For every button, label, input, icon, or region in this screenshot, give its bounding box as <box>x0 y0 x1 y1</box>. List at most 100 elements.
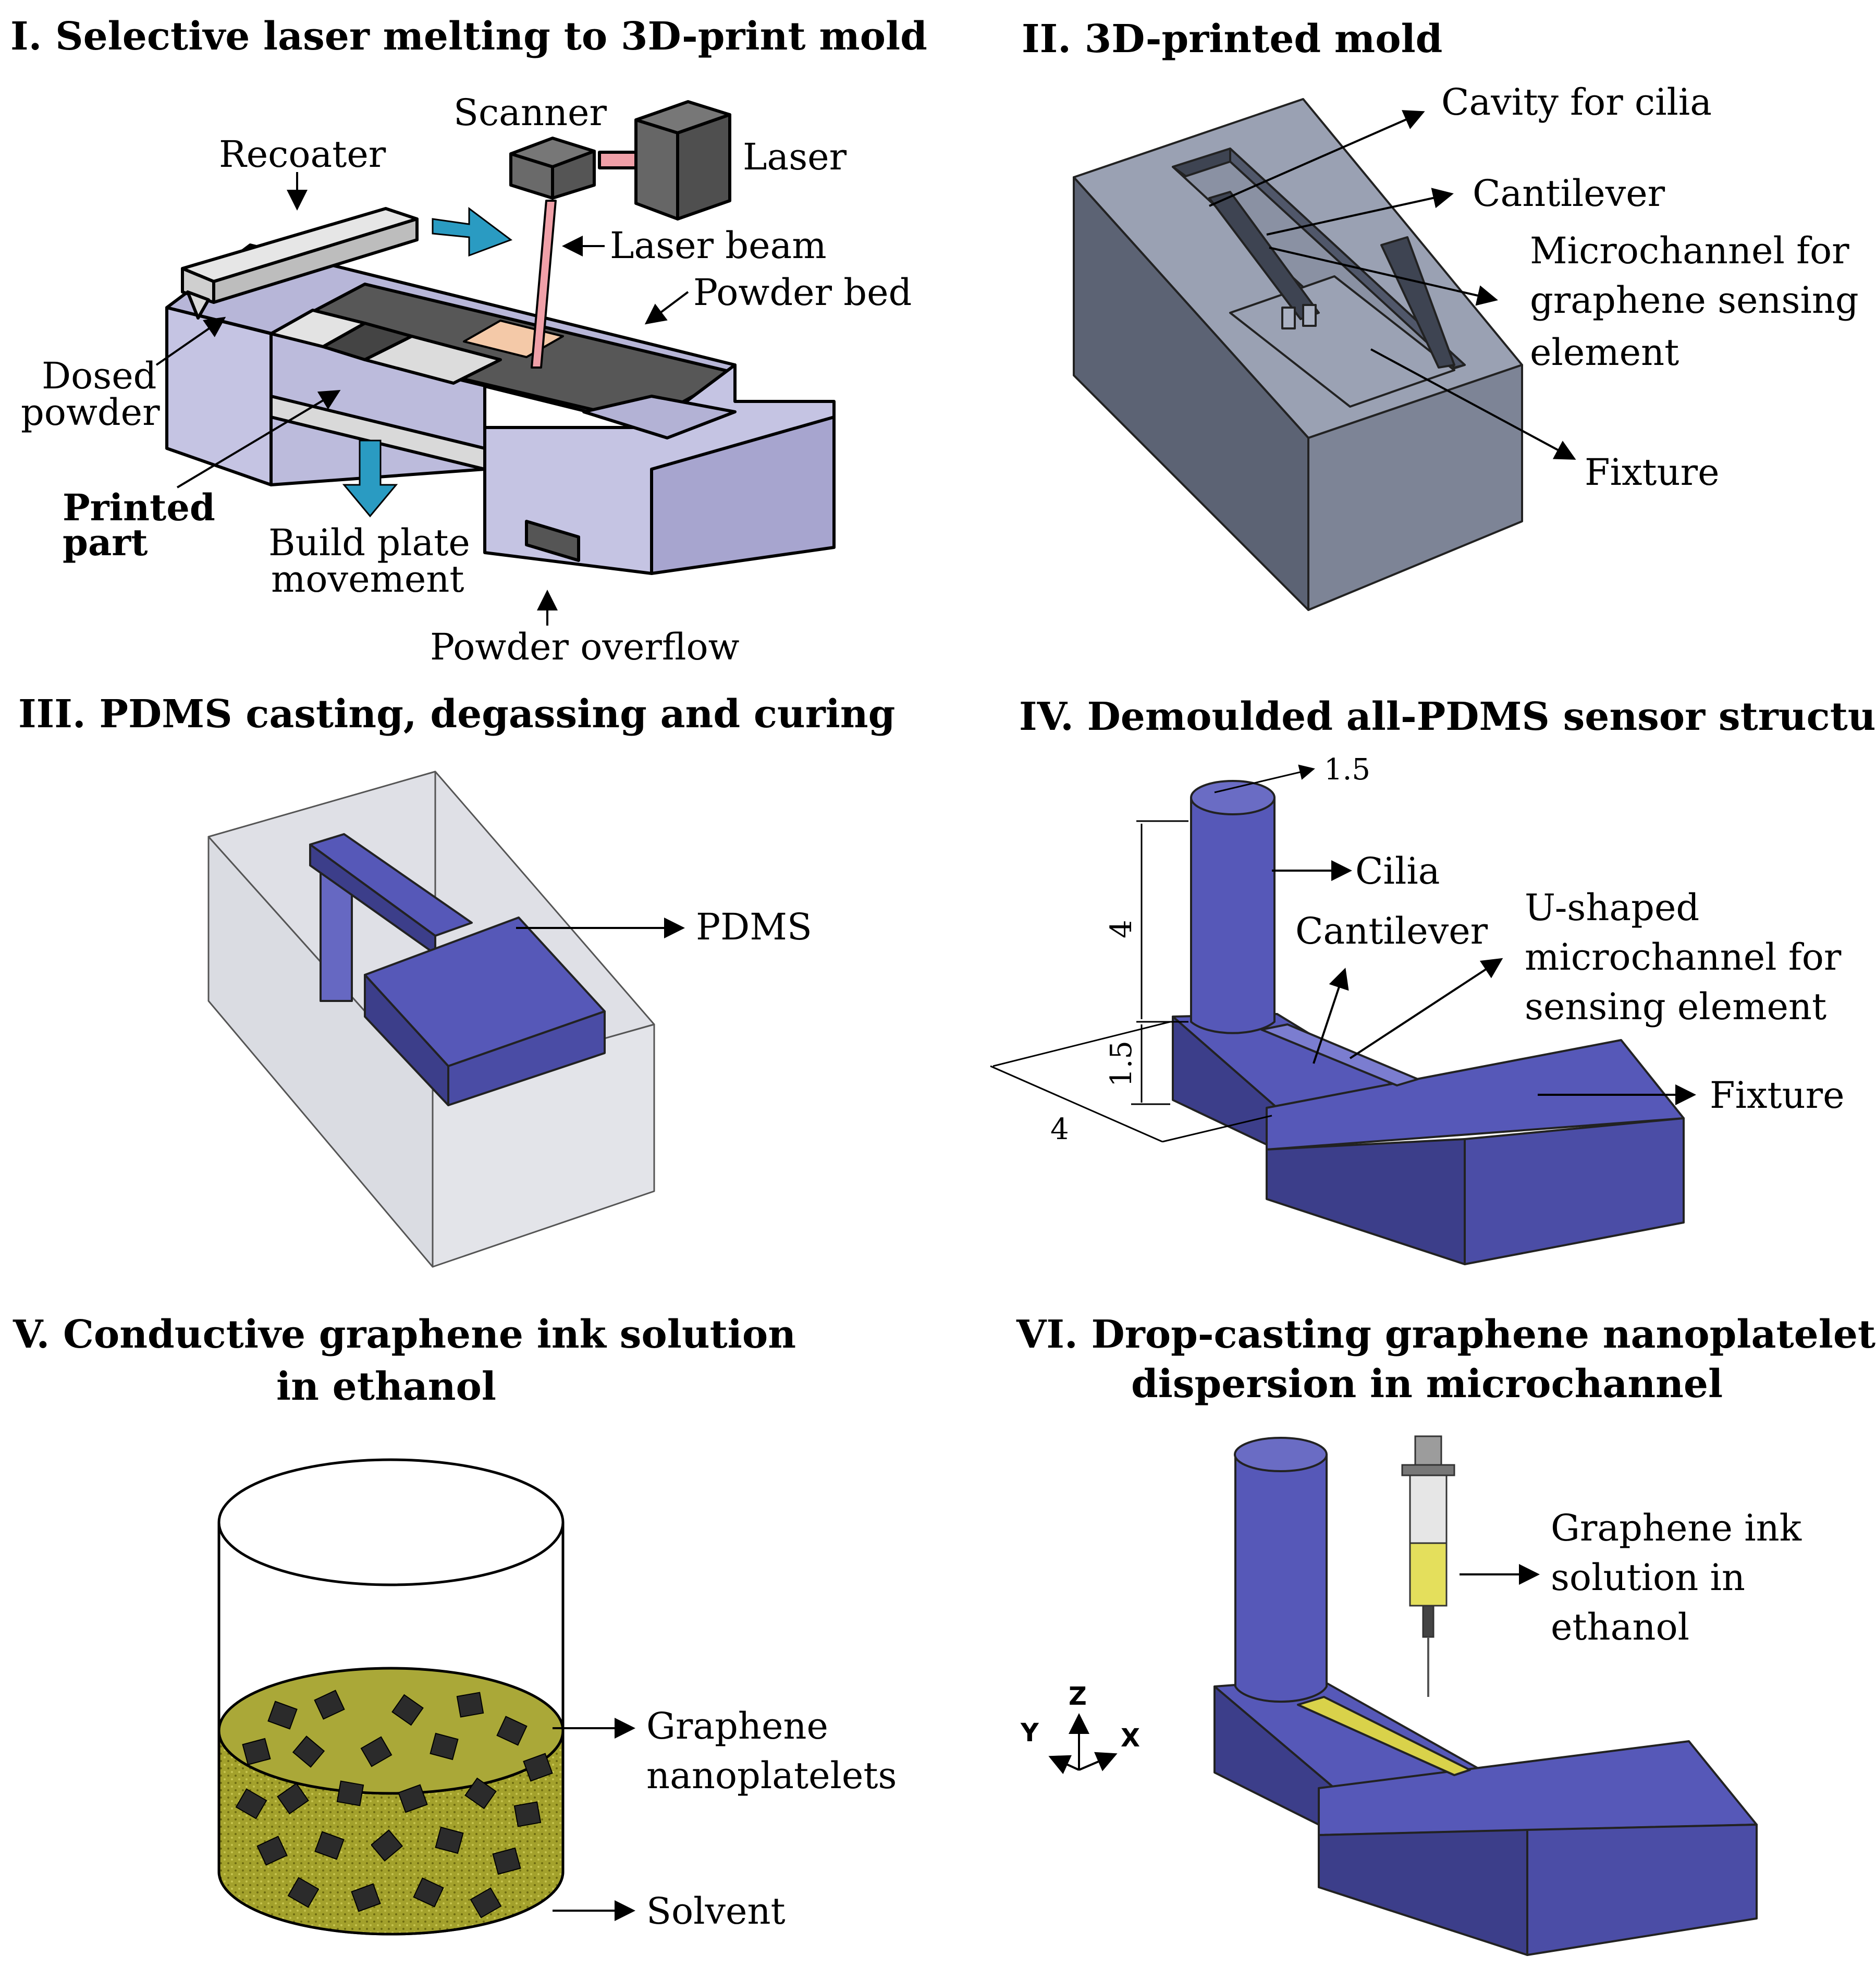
platelet <box>470 1887 502 1918</box>
dimensions <box>990 764 1315 1143</box>
label-scanner: Scanner <box>453 91 607 134</box>
panel-4-callouts <box>1272 860 1696 1105</box>
platelet <box>292 1735 325 1768</box>
mold-channel <box>1208 191 1320 320</box>
platelet <box>523 1753 553 1782</box>
platelet <box>256 1836 288 1866</box>
platelet <box>287 1877 320 1908</box>
label-build-1: Build plate <box>268 521 470 564</box>
label-u-2: microchannel for <box>1525 936 1842 979</box>
ink-channel <box>1297 1696 1471 1776</box>
platelet <box>242 1738 271 1766</box>
dim-label-width: 4 <box>1050 1113 1069 1146</box>
label-build-2: movement <box>271 558 464 601</box>
cilia-top <box>1190 780 1276 815</box>
syringe <box>1401 1435 1455 1697</box>
overflow-slot <box>525 520 580 562</box>
laser-side <box>676 113 731 221</box>
panel-5: V. Conductive graphene ink solution in e… <box>13 1312 897 1936</box>
label-graphene-1: Graphene <box>646 1705 828 1747</box>
laser-beam <box>531 200 557 369</box>
panel-3-title: III. PDMS casting, degassing and curing <box>18 692 895 737</box>
beaker-rim <box>217 1458 565 1586</box>
fixture-pointer <box>1370 348 1576 460</box>
panel-1: I. Selective laser melting to 3D-print m… <box>10 14 927 668</box>
axis-z-label: Z <box>1069 1682 1087 1711</box>
axis-x-label: X <box>1121 1723 1140 1753</box>
label-graphene-2: nanoplatelets <box>646 1754 897 1797</box>
platelet <box>314 1690 345 1720</box>
label-ink-2: solution in <box>1551 1556 1745 1599</box>
label-micro-3: element <box>1530 331 1679 374</box>
nanoplatelets <box>235 1690 553 1918</box>
overflow-right-face <box>650 415 836 575</box>
label-u-1: U-shaped <box>1525 886 1699 929</box>
axis-y-label: Y <box>1020 1718 1039 1747</box>
axis-triad <box>1048 1713 1118 1775</box>
laser-front <box>634 118 679 221</box>
dim-label-base: 1.5 <box>1105 1041 1138 1087</box>
build-plate-arrow <box>342 439 398 518</box>
dim-top-line <box>1214 764 1315 793</box>
platelet <box>391 1694 424 1726</box>
cilia-body-6 <box>1234 1453 1328 1703</box>
fixture-cast-right <box>447 1010 606 1106</box>
mold-post-2 <box>1302 304 1317 327</box>
label-cantilever-2: Cantilever <box>1473 172 1665 215</box>
syringe-ink <box>1409 1542 1448 1607</box>
syringe-flange <box>1401 1464 1455 1476</box>
label-dosed-1: Dosed <box>42 355 156 397</box>
mold-fixture-wall <box>1380 236 1455 369</box>
mold-post-1 <box>1281 307 1296 329</box>
recoater-side <box>212 217 419 304</box>
panel-1-title: I. Selective laser melting to 3D-print m… <box>10 14 927 59</box>
panel-1-callouts <box>155 172 689 626</box>
label-ink-1: Graphene ink <box>1551 1507 1802 1549</box>
sensor-with-ink <box>1213 1437 1758 1956</box>
microchannel-pointer <box>1269 247 1498 306</box>
axis-x-arrow <box>1078 1752 1118 1771</box>
panel-5-title-1: V. Conductive graphene ink solution <box>13 1312 796 1357</box>
panel-6-title-2: dispersion in microchannel <box>1131 1362 1723 1407</box>
platelet <box>336 1780 364 1806</box>
sensor-structure <box>1172 780 1685 1265</box>
panel-5-title-2: in ethanol <box>276 1364 496 1409</box>
platelet <box>398 1784 428 1813</box>
fixture-left-6 <box>1318 1829 1528 1956</box>
scanner-side <box>551 150 596 200</box>
label-printed-1: Printed <box>63 486 215 529</box>
panel-3: III. PDMS casting, degassing and curing … <box>18 692 895 1268</box>
platelet <box>464 1777 497 1810</box>
platelet <box>492 1847 521 1875</box>
cilia-body <box>1190 797 1276 1034</box>
label-pdms: PDMS <box>696 906 812 948</box>
platelet <box>277 1782 309 1815</box>
cavity-pointer <box>1209 110 1425 207</box>
cantilever-pointer <box>1266 188 1454 236</box>
syringe-plunger <box>1414 1435 1442 1469</box>
panel-6-title-1: VI. Drop-casting graphene nanoplatelet <box>1016 1312 1875 1357</box>
panel-6: VI. Drop-casting graphene nanoplatelet d… <box>1016 1312 1875 1956</box>
label-fixture-2: Fixture <box>1585 451 1720 494</box>
label-cilia: Cilia <box>1355 850 1440 893</box>
label-solvent: Solvent <box>646 1890 786 1933</box>
fixture-right-face <box>1464 1117 1685 1265</box>
platelet <box>314 1831 345 1860</box>
u-channel-pointer <box>1349 958 1503 1059</box>
platelet <box>351 1883 381 1912</box>
label-micro-1: Microchannel for <box>1530 229 1849 272</box>
platelet <box>456 1692 484 1718</box>
machine-left-face <box>165 306 273 486</box>
label-dosed-2: powder <box>21 391 160 434</box>
mold-right-face <box>1307 364 1523 611</box>
pdms-casting <box>309 833 606 1106</box>
platelet <box>413 1877 444 1908</box>
printed-part-pointer <box>176 389 341 488</box>
panel-2-callouts <box>1209 110 1576 460</box>
label-printed-2: part <box>63 521 148 564</box>
label-powder-bed: Powder bed <box>693 271 912 314</box>
cilia-top-6 <box>1234 1437 1328 1472</box>
platelet <box>430 1732 459 1761</box>
syringe-hub <box>1422 1605 1434 1638</box>
